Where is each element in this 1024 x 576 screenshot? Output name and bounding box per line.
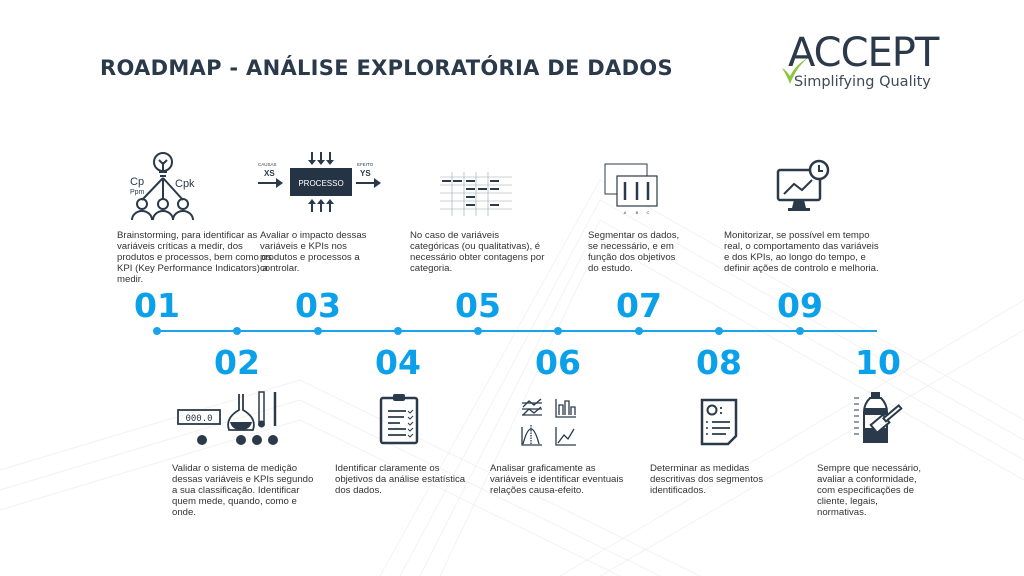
timeline-dot — [715, 327, 723, 335]
svg-text:A: A — [624, 210, 627, 215]
step-description: Identificar claramente os objetivos da a… — [335, 463, 466, 496]
timeline-dot — [796, 327, 804, 335]
timeline-dot — [153, 327, 161, 335]
step-description: Sempre que necessário, avaliar a conform… — [817, 463, 921, 518]
step-description: Determinar as medidas descritivas dos se… — [650, 463, 764, 496]
svg-text:YS: YS — [360, 169, 371, 178]
brainstorm-icon: Cp Ppm Cpk — [130, 152, 195, 221]
svg-text:C: C — [647, 210, 650, 215]
measurement-instruments-icon: 000.0 — [177, 391, 278, 445]
descriptive-document-icon — [700, 398, 738, 446]
step-number: 07 — [616, 286, 662, 325]
clipboard-checklist-icon — [379, 394, 419, 445]
timeline-line — [157, 330, 877, 332]
logo-tagline: Simplifying Quality — [794, 74, 931, 90]
step-description: Validar o sistema de medição dessas vari… — [172, 463, 314, 518]
timeline-dot — [635, 327, 643, 335]
segmented-boxplot-icon: A B C — [604, 163, 658, 215]
step-number: 02 — [214, 343, 260, 382]
timeline-dot — [394, 327, 402, 335]
svg-text:000.0: 000.0 — [185, 414, 212, 424]
charts-icon — [521, 398, 576, 446]
step-description: Segmentar os dados, se necessário, e em … — [588, 230, 680, 274]
category-table-icon — [440, 172, 512, 216]
svg-text:CAUSAS: CAUSAS — [258, 162, 277, 167]
timeline-dot — [233, 327, 241, 335]
svg-text:Ppm: Ppm — [130, 189, 145, 196]
svg-text:PROCESSO: PROCESSO — [298, 179, 343, 188]
step-description: Monitorizar, se possível em tempo real, … — [724, 230, 879, 274]
timeline-dot — [554, 327, 562, 335]
step-number: 08 — [696, 343, 742, 382]
step-number: 04 — [375, 343, 421, 382]
step-number: 09 — [777, 286, 823, 325]
accept-logo: ACCEPT Simplifying Quality — [780, 30, 940, 94]
step-number: 05 — [455, 286, 501, 325]
timeline-dot — [474, 327, 482, 335]
step-number: 01 — [134, 286, 180, 325]
svg-text:Cp: Cp — [130, 176, 144, 188]
step-description: Brainstorming, para identificar as variá… — [117, 230, 272, 285]
step-number: 10 — [855, 343, 901, 382]
step-number: 03 — [295, 286, 341, 325]
svg-text:B: B — [636, 210, 639, 215]
bottle-gavel-icon — [854, 392, 903, 443]
process-diagram-icon: CAUSAS XS PROCESSO EFEITO YS — [258, 152, 381, 212]
step-description: No caso de variáveis categóricas (ou qua… — [410, 230, 545, 274]
svg-text:EFEITO: EFEITO — [357, 162, 374, 167]
checkmark-logo-icon — [782, 52, 820, 84]
timeline-dot — [314, 327, 322, 335]
svg-text:Cpk: Cpk — [175, 178, 195, 190]
logo-word: ACCEPT — [788, 30, 939, 76]
step-number: 06 — [535, 343, 581, 382]
step-description: Analisar graficamente as variáveis e ide… — [490, 463, 624, 496]
page-title: ROADMAP - ANÁLISE EXPLORATÓRIA DE DADOS — [100, 56, 673, 80]
step-description: Avaliar o impacto dessas variáveis e KPI… — [260, 230, 367, 274]
svg-text:XS: XS — [264, 169, 275, 178]
monitor-clock-icon — [776, 159, 830, 211]
